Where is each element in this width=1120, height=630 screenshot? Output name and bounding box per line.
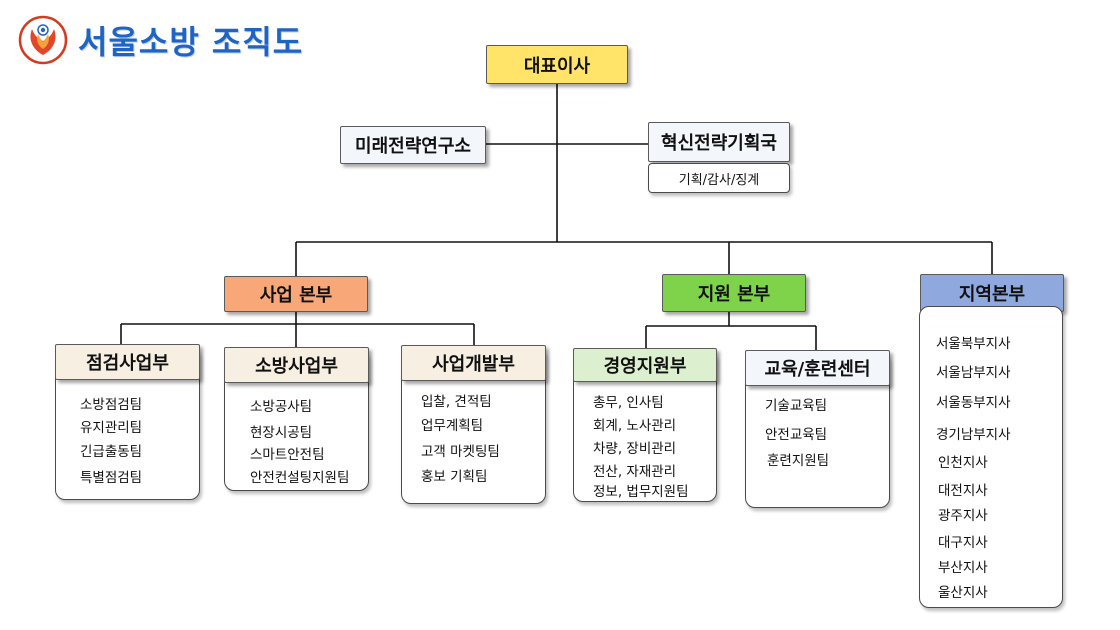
team-item: 긴급출동팀 [80, 444, 143, 460]
inspection-dept-label: 점검사업부 [86, 353, 169, 374]
team-item: 차량, 장비관리 [593, 441, 677, 457]
phoenix-logo-icon [18, 15, 68, 65]
page-title: 서울소방 조직도 [78, 23, 304, 61]
team-item: 특별점검팀 [80, 470, 143, 486]
title-block: 서울소방 조직도 [18, 10, 303, 70]
support-hq-label: 지원 본부 [697, 284, 771, 305]
team-item: 현장시공팀 [250, 425, 313, 441]
innovation-bureau-box: 혁신전략기획국 [648, 122, 790, 162]
ceo-label: 대표이사 [523, 55, 591, 77]
team-item: 안전컨설팅지원팀 [250, 470, 350, 486]
innovation-bureau-sub-box: 기획/감사/징계 [648, 163, 790, 193]
fire-dept-box: 소방사업부 [224, 347, 369, 383]
branch-item: 광주지사 [938, 508, 988, 524]
support-hq-box: 지원 본부 [662, 274, 806, 312]
regional-branches-panel [919, 306, 1063, 608]
development-dept-label: 사업개발부 [432, 354, 515, 375]
team-item: 스마트안전팀 [250, 447, 325, 463]
team-item: 안전교육팀 [765, 427, 828, 443]
team-item: 훈련지원팀 [767, 453, 830, 469]
branch-item: 인천지사 [938, 455, 988, 471]
regional-hq-label: 지역본부 [958, 284, 1026, 305]
team-item: 소방공사팀 [250, 399, 313, 415]
training-center-label: 교육/훈련센터 [764, 359, 871, 380]
management-dept-box: 경영지원부 [573, 348, 717, 382]
team-item: 전산, 자재관리 [593, 464, 677, 480]
branch-item: 울산지사 [938, 585, 988, 601]
business-hq-label: 사업 본부 [259, 285, 333, 306]
team-item: 기술교육팀 [765, 398, 828, 414]
innovation-bureau-sub-label: 기획/감사/징계 [678, 172, 760, 188]
branch-item: 대구지사 [938, 535, 988, 551]
training-center-box: 교육/훈련센터 [745, 350, 890, 386]
team-item: 유지관리팀 [80, 420, 143, 436]
branch-item: 서울남부지사 [936, 365, 1011, 381]
research-institute-label: 미래전략연구소 [355, 136, 471, 157]
branch-item: 서울북부지사 [936, 336, 1011, 352]
team-item: 회계, 노사관리 [593, 418, 677, 434]
ceo-box: 대표이사 [486, 45, 628, 84]
team-item: 업무계획팀 [421, 418, 484, 434]
team-item: 고객 마켓팅팀 [421, 444, 500, 460]
innovation-bureau-label: 혁신전략기획국 [661, 133, 777, 154]
fire-dept-label: 소방사업부 [255, 356, 338, 377]
team-item: 홍보 기획팀 [421, 469, 488, 485]
team-item: 정보, 법무지원팀 [593, 484, 689, 500]
research-institute-box: 미래전략연구소 [340, 126, 486, 164]
team-item: 총무, 인사팀 [593, 395, 664, 411]
team-item: 입찰, 견적팀 [421, 394, 492, 410]
team-item: 소방점검팀 [80, 397, 143, 413]
branch-item: 경기남부지사 [936, 427, 1011, 443]
branch-item: 서울동부지사 [936, 395, 1011, 411]
inspection-dept-box: 점검사업부 [55, 344, 200, 380]
branch-item: 부산지사 [938, 560, 988, 576]
development-dept-box: 사업개발부 [401, 345, 546, 381]
management-dept-label: 경영지원부 [603, 356, 687, 377]
branch-item: 대전지사 [938, 483, 988, 499]
business-hq-box: 사업 본부 [224, 276, 368, 312]
